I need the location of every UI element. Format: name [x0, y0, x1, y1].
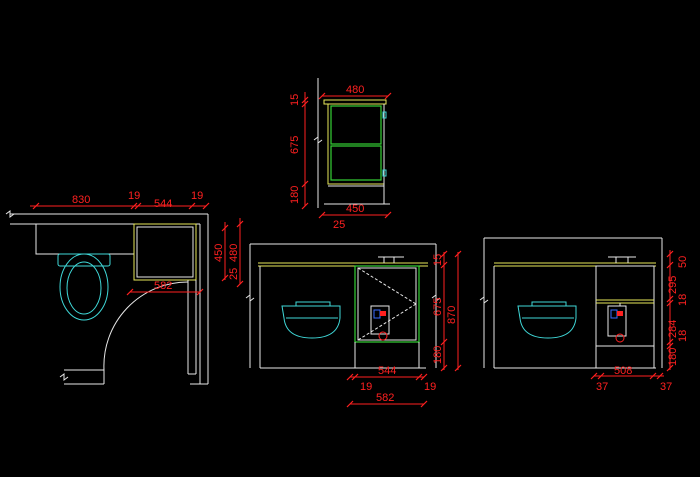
elevation-b: 50 295 18 284 18 180 508 37 37	[479, 237, 689, 393]
plan-view: 830 19 544 19 582 450 480 25	[5, 190, 244, 385]
dim-295-elev-b: 295	[667, 276, 679, 294]
dim-480-plan: 480	[228, 244, 240, 262]
dim-450-bottom: 450	[346, 203, 364, 215]
dim-18-elev-b-a: 18	[677, 294, 689, 306]
dim-37-elev-b-left: 37	[596, 381, 608, 393]
dim-180-elev-a: 180	[432, 346, 444, 364]
dim-180-elev-b: 180	[667, 348, 679, 366]
dim-508-elev-b: 508	[614, 365, 632, 377]
dim-544-plan: 544	[154, 198, 172, 210]
dim-19-a: 19	[128, 190, 140, 202]
dim-25-plan: 25	[228, 268, 240, 280]
dim-180-base: 180	[289, 186, 301, 204]
dim-18-elev-b-b: 18	[677, 330, 689, 342]
dim-582-plan: 582	[154, 280, 172, 292]
dim-582-elev-a: 582	[376, 392, 394, 404]
dim-15-elev-a: 15	[432, 254, 444, 266]
dim-19-b: 19	[191, 190, 203, 202]
dim-450-plan: 450	[213, 244, 225, 262]
dim-830: 830	[72, 194, 90, 206]
dim-25-offset: 25	[333, 219, 345, 231]
cabinet-section-view: 480 450 25 15 675 180	[289, 78, 392, 231]
dim-50-elev-b: 50	[677, 256, 689, 268]
elevation-a: 15 675 180 870 544 19 19 582	[245, 243, 462, 408]
dim-19-elev-a-left: 19	[360, 381, 372, 393]
dim-284-elev-b: 284	[667, 320, 679, 338]
dim-15-top: 15	[289, 94, 301, 106]
dim-544-elev-a: 544	[378, 365, 396, 377]
dim-37-elev-b-right: 37	[660, 381, 672, 393]
dim-480-top: 480	[346, 84, 364, 96]
dim-675-elev-a: 675	[432, 298, 444, 316]
dim-19-elev-a-right: 19	[424, 381, 436, 393]
dim-675-body: 675	[289, 136, 301, 154]
dim-870-elev-a: 870	[446, 306, 458, 324]
